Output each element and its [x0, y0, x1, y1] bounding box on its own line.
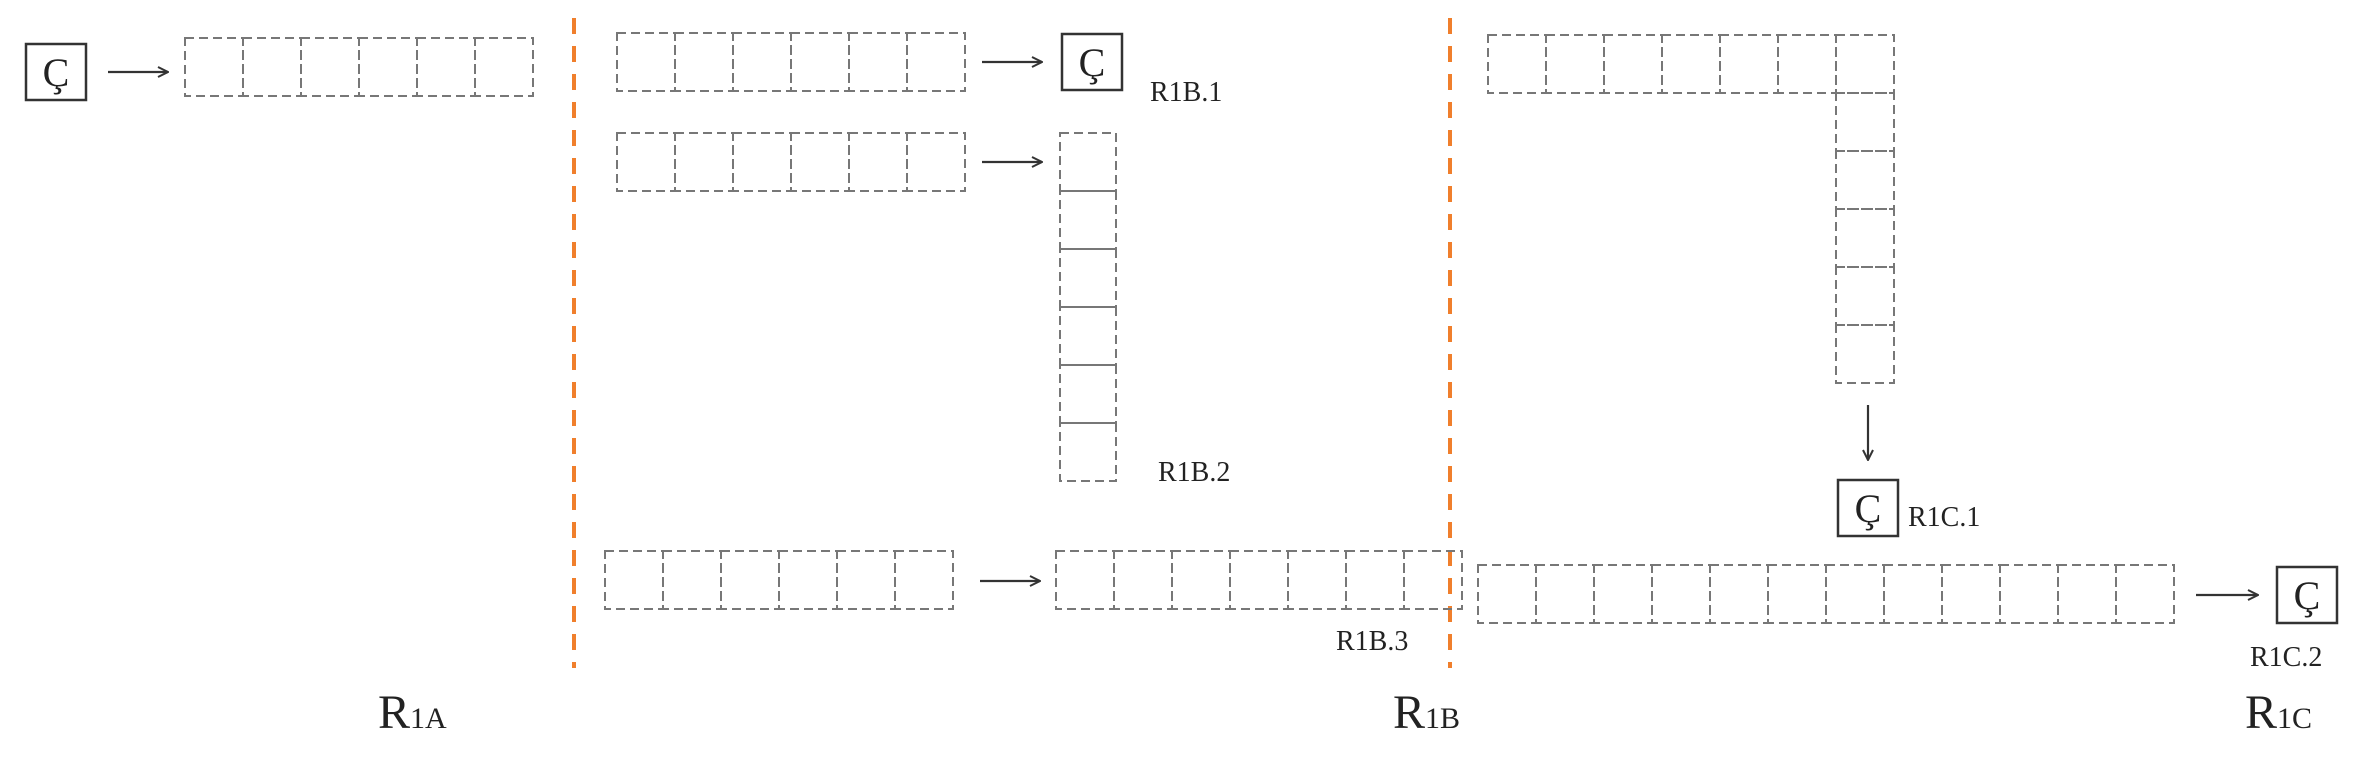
cell: [1661, 34, 1721, 94]
cell: [778, 550, 838, 610]
cell: [1059, 248, 1117, 308]
cell: [1403, 550, 1463, 610]
cell: [1651, 564, 1711, 624]
cell-row: [1055, 550, 1463, 610]
cell: [1287, 550, 1347, 610]
section-label-r1b: R1B: [1393, 686, 1460, 739]
cell: [906, 132, 966, 192]
cell-row: [616, 132, 966, 192]
cell: [300, 37, 360, 97]
cell: [1835, 34, 1895, 94]
cell-row: [616, 32, 966, 92]
glyph-box: [1836, 478, 1900, 538]
cell: [674, 32, 734, 92]
cell: [1709, 564, 1769, 624]
cell: [894, 550, 954, 610]
cell: [732, 32, 792, 92]
cell: [1883, 564, 1943, 624]
cell: [1835, 92, 1895, 152]
cell-row: [184, 37, 534, 97]
cell: [2057, 564, 2117, 624]
cell: [1825, 564, 1885, 624]
cell: [1477, 564, 1537, 624]
cell: [1487, 34, 1547, 94]
cell: [906, 32, 966, 92]
cell: [474, 37, 534, 97]
cell-row: [604, 550, 954, 610]
glyph-box: [24, 42, 88, 102]
cell: [184, 37, 244, 97]
cell: [1941, 564, 2001, 624]
cell: [1229, 550, 1289, 610]
cell: [1835, 266, 1895, 326]
label-r1b1: R1B.1: [1150, 77, 1222, 108]
cell: [1777, 34, 1837, 94]
cell: [1171, 550, 1231, 610]
cell: [616, 32, 676, 92]
cell: [1059, 364, 1117, 424]
cell: [674, 132, 734, 192]
cell-row: [1487, 34, 1895, 94]
cell: [242, 37, 302, 97]
cell-column: [1059, 132, 1117, 482]
cell: [1055, 550, 1115, 610]
label-r1b3: R1B.3: [1336, 626, 1408, 657]
glyph-c: Ç: [43, 50, 70, 95]
cell: [1593, 564, 1653, 624]
cell: [836, 550, 896, 610]
cell: [604, 550, 664, 610]
cell: [848, 32, 908, 92]
cell: [1719, 34, 1779, 94]
cell-column: [1835, 92, 1895, 384]
label-r1c2: R1C.2: [2250, 642, 2322, 673]
glyph-box: [2275, 565, 2339, 625]
cell: [1835, 150, 1895, 210]
cell: [416, 37, 476, 97]
cell: [848, 132, 908, 192]
cell: [358, 37, 418, 97]
cell: [1059, 422, 1117, 482]
section-r1a: Ç: [24, 37, 534, 102]
section-r1b: Ç R1B.1 R1B.2 R1B.3: [604, 32, 1463, 657]
glyph-c: Ç: [1855, 486, 1882, 531]
cell: [1545, 34, 1605, 94]
cell: [1345, 550, 1405, 610]
cell: [1535, 564, 1595, 624]
cell: [720, 550, 780, 610]
cell: [1835, 324, 1895, 384]
section-label-r1a: R1A: [378, 686, 447, 739]
cell: [1059, 306, 1117, 366]
cell: [2115, 564, 2175, 624]
cell: [790, 32, 850, 92]
cell: [1059, 190, 1117, 250]
glyph-box: [1060, 32, 1124, 92]
cell: [616, 132, 676, 192]
cell: [662, 550, 722, 610]
cell: [1113, 550, 1173, 610]
glyph-c: Ç: [1079, 40, 1106, 85]
cell: [1767, 564, 1827, 624]
cell-row: [1477, 564, 2175, 624]
cell: [732, 132, 792, 192]
glyph-c: Ç: [2294, 573, 2321, 618]
cell: [1835, 208, 1895, 268]
label-r1b2: R1B.2: [1158, 457, 1230, 488]
cell: [790, 132, 850, 192]
cell: [1059, 132, 1117, 192]
cell: [1603, 34, 1663, 94]
section-label-r1c: R1C: [2245, 686, 2312, 739]
section-r1c: Ç R1C.1 Ç R1C.2: [1477, 34, 2339, 673]
cell: [1999, 564, 2059, 624]
label-r1c1: R1C.1: [1908, 502, 1980, 533]
